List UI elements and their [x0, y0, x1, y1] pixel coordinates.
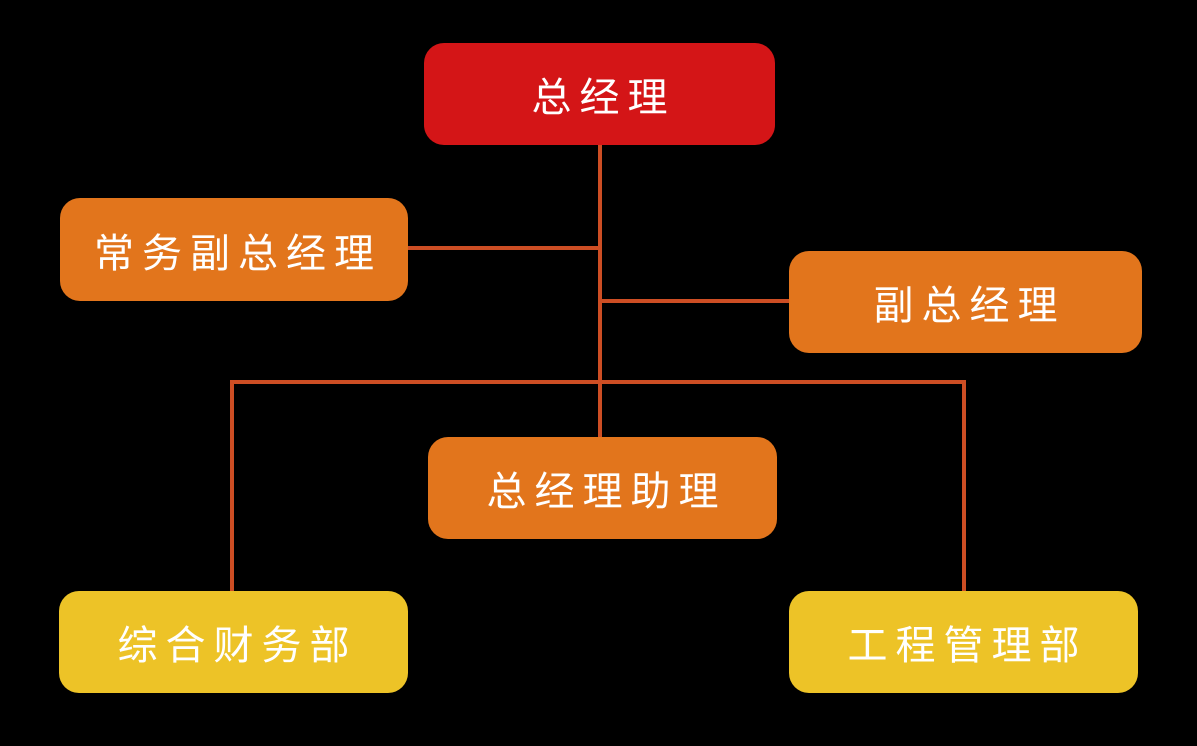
- org-node-executive-deputy-general-manager: 常务副总经理: [60, 198, 408, 301]
- connector-branch-deputy: [598, 299, 789, 303]
- org-node-deputy-general-manager: 副总经理: [789, 251, 1142, 353]
- org-node-label: 副总经理: [873, 283, 1066, 329]
- org-node-label: 综合财务部: [117, 623, 358, 669]
- org-node-general-finance-department: 综合财务部: [59, 591, 408, 693]
- connector-drop-engineering: [962, 380, 966, 591]
- org-node-engineering-management-department: 工程管理部: [789, 591, 1138, 693]
- org-node-label: 常务副总经理: [94, 230, 382, 277]
- connector-departments-crossbar: [230, 380, 966, 384]
- org-node-label: 总经理助理: [486, 469, 727, 515]
- connector-drop-finance: [230, 380, 234, 591]
- connector-trunk-gm-to-assistant: [598, 145, 602, 437]
- org-node-label: 总经理: [531, 75, 676, 121]
- connector-branch-executive-deputy: [408, 246, 602, 250]
- org-node-general-manager-assistant: 总经理助理: [428, 437, 777, 539]
- org-node-general-manager: 总经理: [424, 43, 775, 145]
- org-node-label: 工程管理部: [847, 623, 1088, 669]
